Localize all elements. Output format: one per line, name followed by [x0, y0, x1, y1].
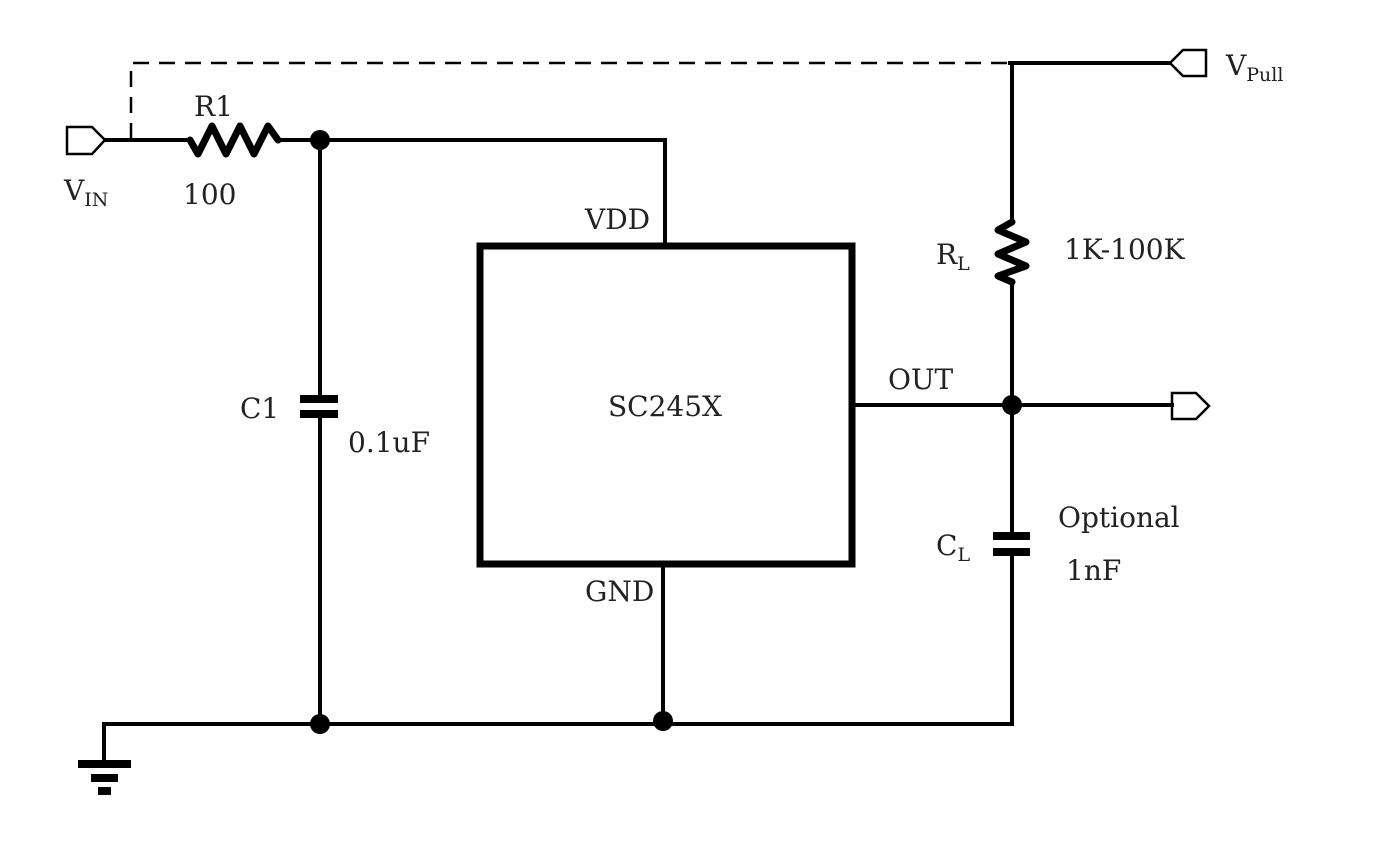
junction-out: [1002, 395, 1022, 415]
chip-sc245x: [476, 242, 856, 568]
rl-name: RL: [936, 238, 970, 275]
optional-pullup-link: [129, 61, 1010, 139]
cl-plate-bottom: [993, 548, 1030, 556]
c1-name: C1: [240, 392, 279, 425]
c1-value: 0.1uF: [348, 426, 430, 459]
junction-c1-gnd: [310, 714, 330, 734]
r1-name: R1: [194, 90, 233, 123]
vin-label: VIN: [63, 174, 108, 211]
junction-chip-gnd: [653, 711, 673, 731]
vdd-pin-label: VDD: [584, 203, 650, 236]
ground-rail: [102, 555, 1014, 762]
rl-resistor-icon: [994, 218, 1030, 286]
ground-icon: [78, 760, 131, 795]
r1-value: 100: [183, 178, 236, 211]
rl-value: 1K-100K: [1064, 233, 1186, 266]
cl-value: 1nF: [1066, 554, 1121, 587]
out-port-icon: [1170, 391, 1211, 421]
cl-name: CL: [936, 529, 970, 566]
vpull-port-icon: [1168, 48, 1208, 78]
out-pin-label: OUT: [888, 363, 954, 396]
c1-plate-bottom: [300, 410, 338, 418]
r1-resistor-icon: [186, 122, 282, 158]
vpull-label: VPull: [1225, 49, 1283, 86]
gnd-pin-label: GND: [585, 575, 654, 608]
c1-plate-top: [300, 395, 338, 403]
chip-name: SC245X: [608, 390, 722, 423]
cl-value-optional: Optional: [1058, 501, 1180, 534]
cl-plate-top: [993, 532, 1030, 540]
vin-port-icon: [65, 125, 107, 156]
